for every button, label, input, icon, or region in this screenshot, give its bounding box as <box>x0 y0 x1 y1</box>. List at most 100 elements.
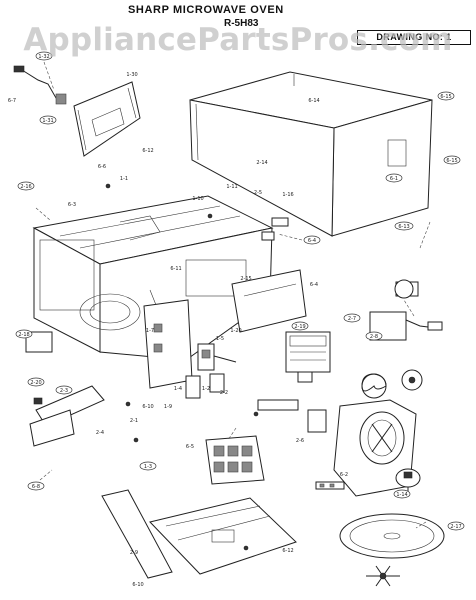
callout: 1-4 <box>174 386 182 392</box>
callout: 2-17 <box>447 521 465 531</box>
callout-label: 1-10 <box>192 196 203 202</box>
callout-label: 6-12 <box>142 148 153 154</box>
diagram-title: SHARP MICROWAVE OVEN <box>128 4 284 16</box>
callout-label: 6-1 <box>390 176 398 182</box>
callout: 6-12 <box>282 548 293 554</box>
callout-label: 6-8 <box>32 484 40 490</box>
callout-label: 2-17 <box>450 524 461 530</box>
callout-label: 2-19 <box>294 324 305 330</box>
fan-assembly <box>333 369 423 497</box>
callout-label: 2-18 <box>18 332 29 338</box>
callout: 6-4 <box>310 282 318 288</box>
callout: 6-15 <box>437 91 455 101</box>
callout: 6-2 <box>340 472 348 478</box>
callout: 6-4 <box>303 235 321 245</box>
callout: 6-6 <box>98 164 106 170</box>
callout: 1-9 <box>164 404 172 410</box>
hardware-parts <box>25 183 345 551</box>
callout-label: 2-7 <box>348 316 356 322</box>
door-interlock-switches <box>185 343 237 399</box>
callout-label: 6-11 <box>170 266 181 272</box>
callout: 2-15 <box>240 276 251 282</box>
callout-label: 1-4 <box>174 386 182 392</box>
callout: 1-31 <box>39 115 57 125</box>
outer-cabinet <box>189 71 433 237</box>
callout-label: 2-5 <box>254 190 262 196</box>
callout-label: 1-9 <box>164 404 172 410</box>
callout: 6-13 <box>394 221 414 231</box>
callout: 2-19 <box>291 321 309 331</box>
callout: 2-20 <box>27 377 45 387</box>
callout: 1-10 <box>192 196 203 202</box>
callout: 1-3 <box>139 461 157 471</box>
callout: 6-14 <box>308 98 319 104</box>
callout-label: 2-15 <box>240 276 251 282</box>
callout-label: 1-7 <box>146 328 154 334</box>
model-number: R-5H83 <box>224 18 259 29</box>
callout: 2-5 <box>254 190 262 196</box>
high-voltage-capacitor <box>369 279 443 341</box>
callout: 1-1 <box>120 176 128 182</box>
callout-label: 1-5 <box>216 336 224 342</box>
callout: 2-4 <box>96 430 104 436</box>
callout-label: 1-31 <box>42 118 53 124</box>
callout: 2-8 <box>365 331 383 341</box>
callout-label: 6-12 <box>282 548 293 554</box>
base-rail <box>29 385 173 579</box>
callout-label: 2-9 <box>130 550 138 556</box>
callout-label: 6-10 <box>142 404 153 410</box>
callout: 1-30 <box>126 72 137 78</box>
callout-label: 6-15 <box>440 94 451 100</box>
callout: 1-16 <box>282 192 293 198</box>
callout-label: 1-1 <box>120 176 128 182</box>
callout: 6-11 <box>170 266 181 272</box>
callout: 6-3 <box>68 202 76 208</box>
callout-label: 6-10 <box>132 582 143 588</box>
callout-label: 1-2 <box>202 386 210 392</box>
callout-label: 2-2 <box>220 390 228 396</box>
callout-label: 1-30 <box>126 72 137 78</box>
power-cord-plug <box>13 65 67 105</box>
callout: 2-7 <box>343 313 361 323</box>
roller-support <box>366 565 400 587</box>
callout-label: 6-15 <box>446 158 457 164</box>
callout: 6-1 <box>385 173 403 183</box>
callout: 2-2 <box>220 390 228 396</box>
callout: 2-18 <box>15 329 33 339</box>
rear-panel <box>73 81 141 157</box>
oven-cavity <box>32 195 274 361</box>
callout-label: 2-3 <box>60 388 68 394</box>
turntable-tray <box>339 513 445 559</box>
leader-lines <box>35 61 431 529</box>
callout: 6-7 <box>8 98 16 104</box>
callout-label: 6-7 <box>8 98 16 104</box>
callout-label: 1-20 <box>230 328 241 334</box>
hv-transformer <box>205 435 265 485</box>
callout-label: 2-14 <box>256 160 267 166</box>
callout: 1-5 <box>216 336 224 342</box>
callout-label: 6-3 <box>68 202 76 208</box>
callout-label: 6-4 <box>308 238 316 244</box>
bottom-plate <box>149 497 297 575</box>
callout: 6-12 <box>142 148 153 154</box>
callout: 2-14 <box>256 160 267 166</box>
callout: 6-8 <box>27 481 45 491</box>
magnetron <box>285 331 331 383</box>
callout-label: 6-6 <box>98 164 106 170</box>
callout: 1-20 <box>230 328 241 334</box>
callout-label: 6-4 <box>310 282 318 288</box>
drawing-number-box: DRAWING NO: 1 <box>357 30 471 45</box>
callout: 6-10 <box>132 582 143 588</box>
callout: 6-15 <box>443 155 461 165</box>
callout: 1-11 <box>226 184 237 190</box>
callout-label: 2-8 <box>370 334 378 340</box>
control-panel-bracket <box>143 299 193 389</box>
callout: 2-1 <box>130 418 138 424</box>
callout-label: 2-6 <box>296 438 304 444</box>
callout: 2-6 <box>296 438 304 444</box>
callout-tags: 1-32 6-7 1-31 1-30 6-14 6-15 6-12 2-14 6… <box>8 51 465 588</box>
callout: 6-5 <box>186 444 194 450</box>
callout: 1-7 <box>146 328 154 334</box>
callout: 6-10 <box>142 404 153 410</box>
